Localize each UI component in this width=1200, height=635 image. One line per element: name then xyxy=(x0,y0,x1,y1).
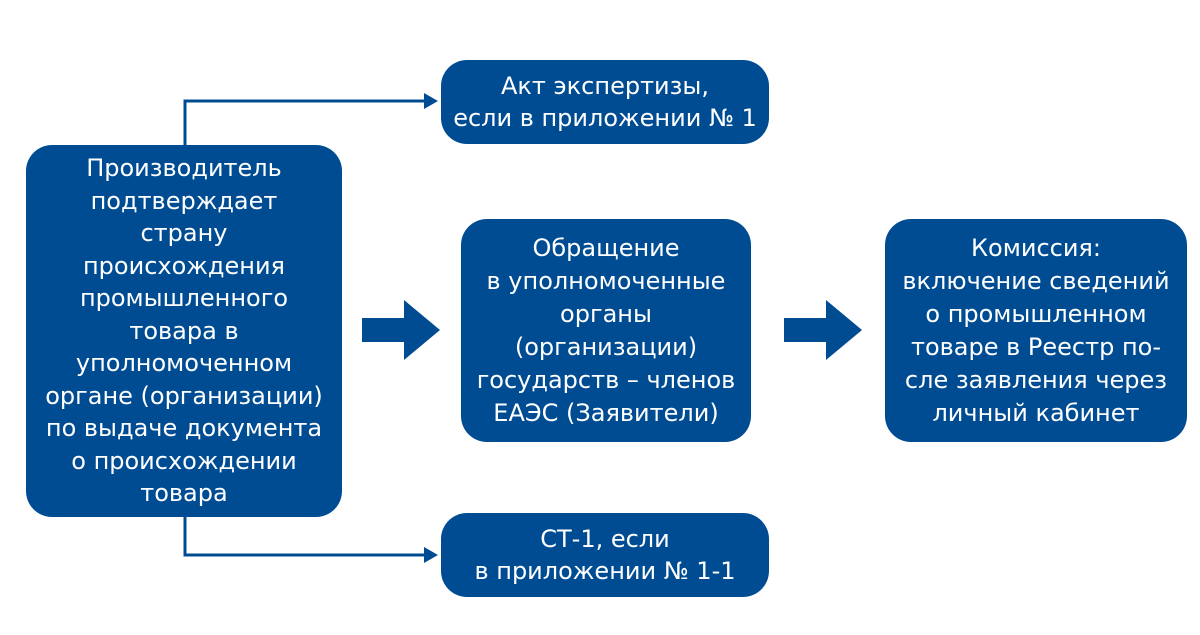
node-st1-label: СТ-1, если в приложении № 1-1 xyxy=(474,525,736,585)
connector-producer-to-expertise xyxy=(183,93,438,145)
node-st1: СТ-1, если в приложении № 1-1 xyxy=(441,513,769,597)
node-commission: Комиссия: включение сведений о промышлен… xyxy=(885,219,1187,442)
node-producer: Производитель подтверждает страну происх… xyxy=(26,145,342,517)
node-expertise-act: Акт экспертизы, если в приложении № 1 xyxy=(441,60,769,144)
block-arrow-appeal-to-commission xyxy=(784,300,862,360)
node-expertise-act-label: Акт экспертизы, если в приложении № 1 xyxy=(453,72,757,132)
block-arrow-producer-to-appeal xyxy=(362,300,440,360)
node-appeal-label: Обращение в уполномоченные органы (орган… xyxy=(476,233,736,427)
node-producer-label: Производитель подтверждает страну происх… xyxy=(45,154,323,508)
connector-producer-to-st1 xyxy=(183,517,438,563)
node-appeal: Обращение в уполномоченные органы (орган… xyxy=(461,219,751,442)
node-commission-label: Комиссия: включение сведений о промышлен… xyxy=(902,233,1170,427)
